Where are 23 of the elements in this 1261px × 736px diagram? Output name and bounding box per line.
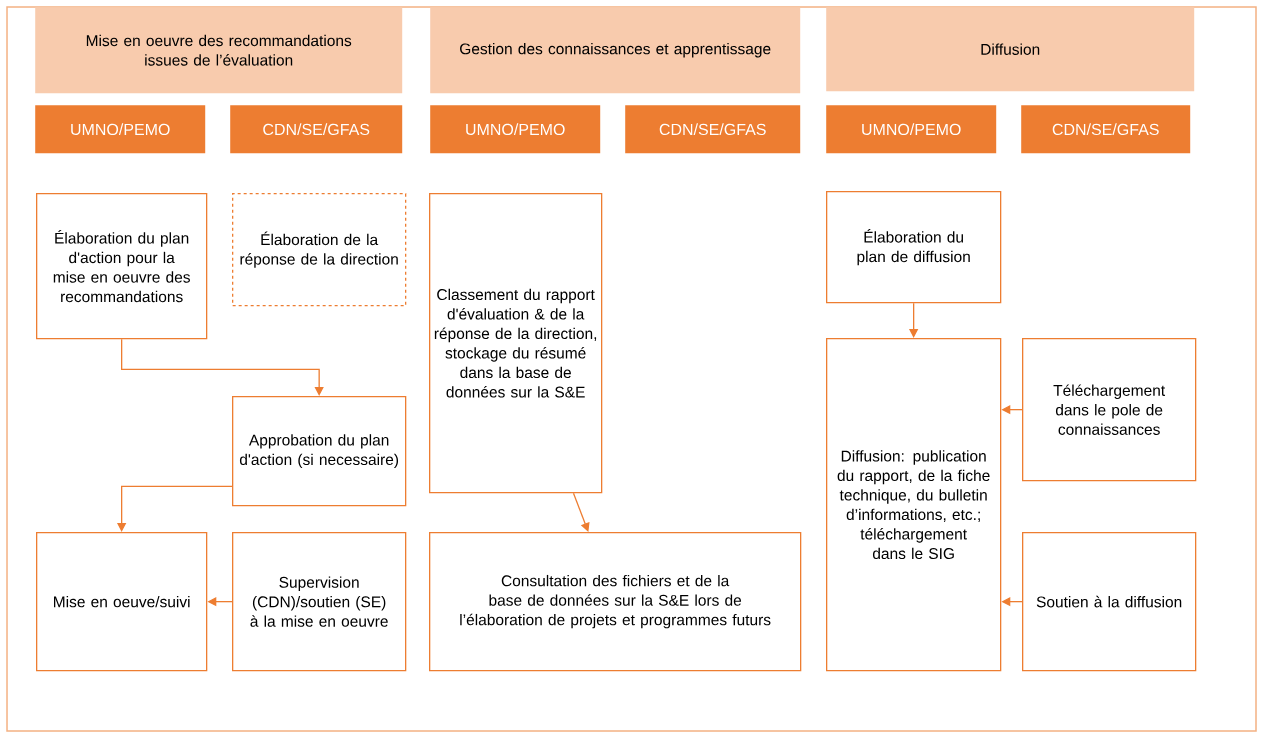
header-band: Mise en oeuvre des recommandations issues de l’évaluation: [35, 7, 403, 94]
header-band: Gestion des connaissances et apprentissage: [430, 7, 801, 94]
role-box: CDN/SE/GFAS: [1021, 105, 1191, 154]
process-box: Téléchargement dans le pole de connaissances: [1022, 338, 1197, 482]
role-box: UMNO/PEMO: [35, 105, 206, 154]
process-box: Soutien à la diffusion: [1022, 532, 1197, 672]
arrow: [121, 338, 324, 396]
role-box: CDN/SE/GFAS: [230, 105, 403, 154]
process-box: Diffusion: publication du rapport, de la fiche technique, du bulletin d’informations, etc.; téléchargement dans le SIG: [826, 338, 1002, 672]
process-box: Supervision (CDN)/soutien (SE) à la mise en oeuvre: [232, 532, 407, 672]
arrow: [117, 485, 233, 532]
header-band: Diffusion: [826, 7, 1195, 92]
role-box: UMNO/PEMO: [826, 105, 997, 154]
process-box: Consultation des fichiers et de la base de données sur la S&E lors de l’élaboration de projets et programmes futurs: [429, 532, 802, 672]
arrow: [572, 492, 590, 532]
process-box: Élaboration du plan de diffusion: [826, 191, 1002, 304]
process-box: Classement du rapport d'évaluation & de la réponse de la direction, stockage du résumé dans la base de données sur la S&E: [429, 193, 603, 494]
process-box: Approbation du plan d'action (si necessaire): [232, 396, 407, 507]
process-box: Mise en oeuve/suivi: [36, 532, 208, 672]
process-box: Élaboration de la réponse de la direction: [232, 193, 407, 307]
process-box: Élaboration du plan d'action pour la mise en oeuvre des recommandations: [36, 193, 208, 340]
role-box: CDN/SE/GFAS: [625, 105, 801, 154]
role-box: UMNO/PEMO: [430, 105, 601, 154]
